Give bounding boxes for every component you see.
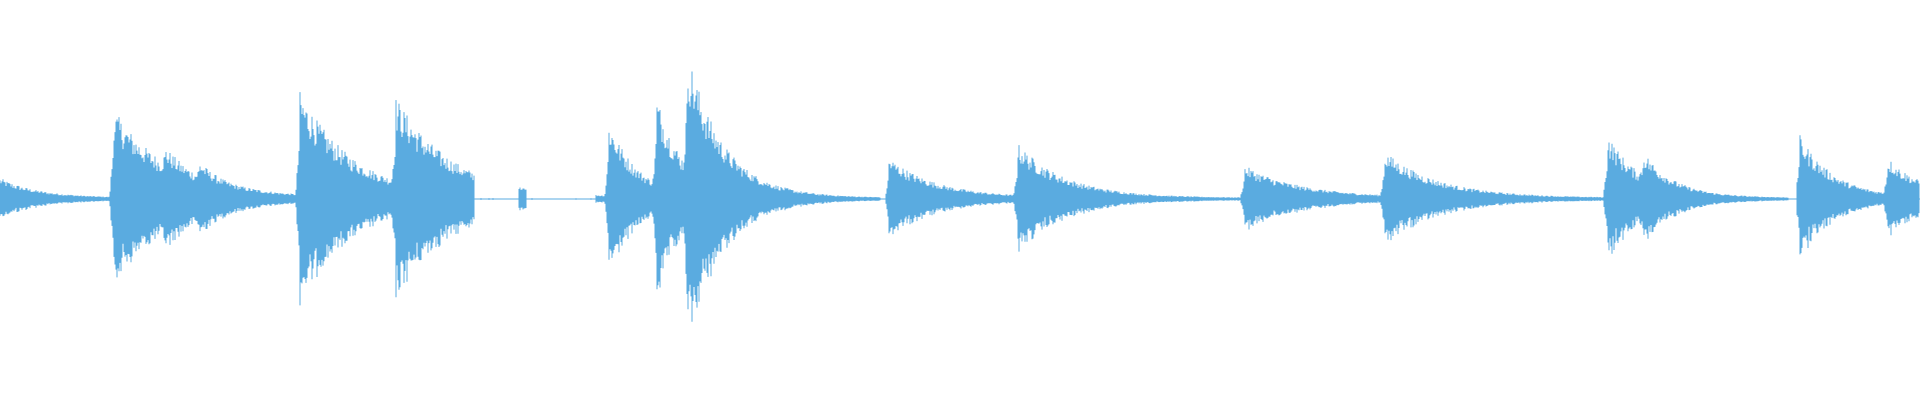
waveform-transient-15	[1640, 158, 1789, 234]
waveform-transient-11	[1014, 145, 1259, 252]
waveform-layer	[0, 71, 1920, 322]
waveform-transient-9	[684, 71, 881, 318]
